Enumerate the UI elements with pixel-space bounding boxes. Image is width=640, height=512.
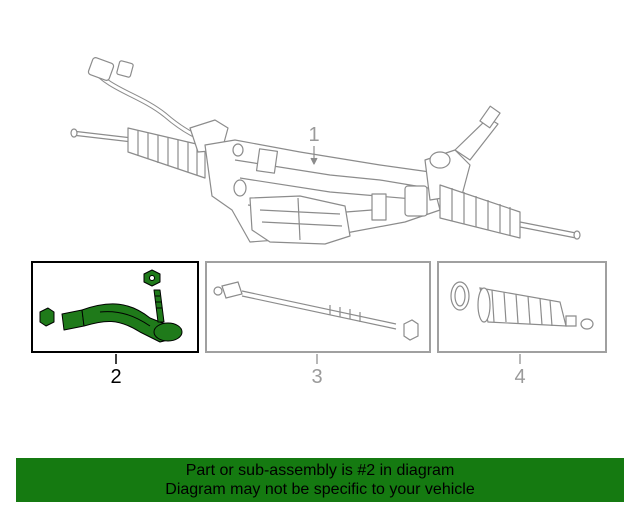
steering-rack-assembly-icon[interactable] [70,57,581,245]
inner-tie-rod-icon[interactable] [213,281,419,341]
banner-line-part-number: Part or sub-assembly is #2 in diagram [185,462,455,479]
callout-4[interactable]: 4 [514,366,526,388]
callout-3[interactable]: 3 [311,366,323,388]
rack-boot-kit-icon[interactable] [450,281,594,330]
diagram-info-banner: Part or sub-assembly is #2 in diagram Di… [16,458,624,502]
banner-line-disclaimer: Diagram may not be specific to your vehi… [165,481,475,498]
callout-1: 1 [308,124,320,146]
callout-2[interactable]: 2 [110,366,122,388]
outer-tie-rod-end-icon[interactable] [39,269,183,343]
